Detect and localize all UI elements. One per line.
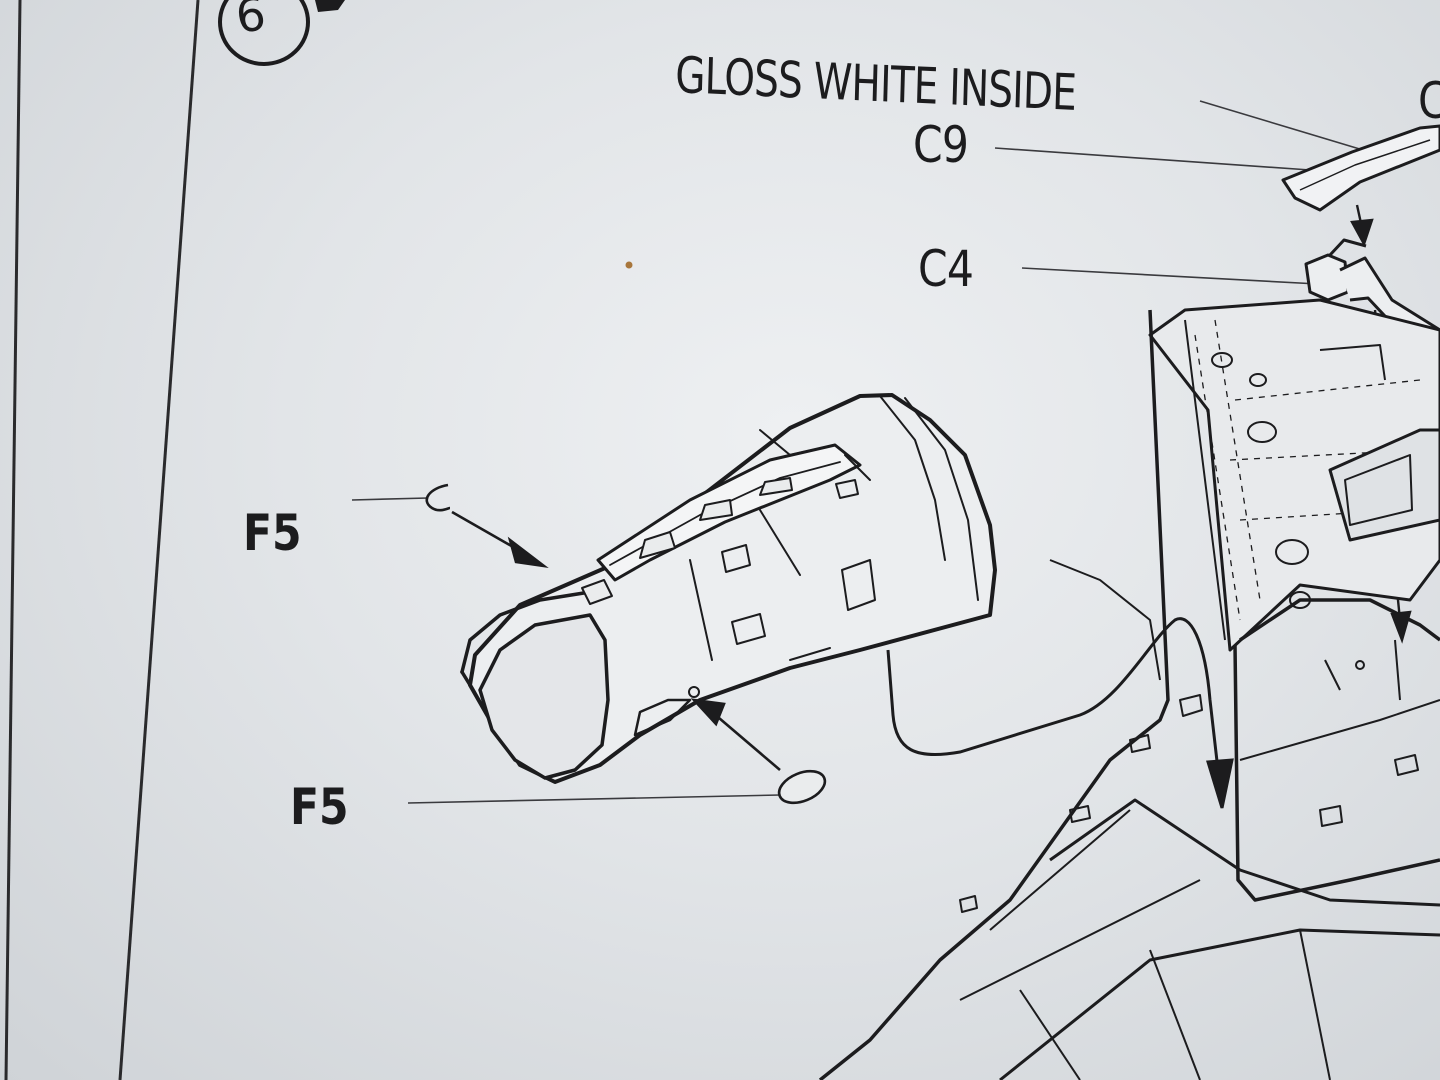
page-edge (4, 0, 200, 1080)
leader-lines (351, 100, 1364, 804)
part-f5-lower (690, 698, 827, 805)
engine-cowling (460, 393, 997, 784)
part-c9-label: C9 (913, 116, 969, 174)
fuselage-lower (818, 309, 1440, 1080)
step-number-circle (218, 0, 345, 66)
part-c9 (1281, 124, 1440, 212)
cockpit-floor-panel (1148, 298, 1440, 652)
part-f5-lower-label: F5 (290, 778, 349, 836)
edge-partial-label: C (1418, 76, 1440, 126)
step-number: 6 (232, 0, 269, 44)
part-c4-label: C4 (918, 240, 974, 298)
ink-spot (625, 261, 633, 269)
part-f5-upper (425, 483, 549, 568)
routing-line (886, 617, 1234, 809)
part-f5-upper-label: F5 (243, 504, 302, 562)
